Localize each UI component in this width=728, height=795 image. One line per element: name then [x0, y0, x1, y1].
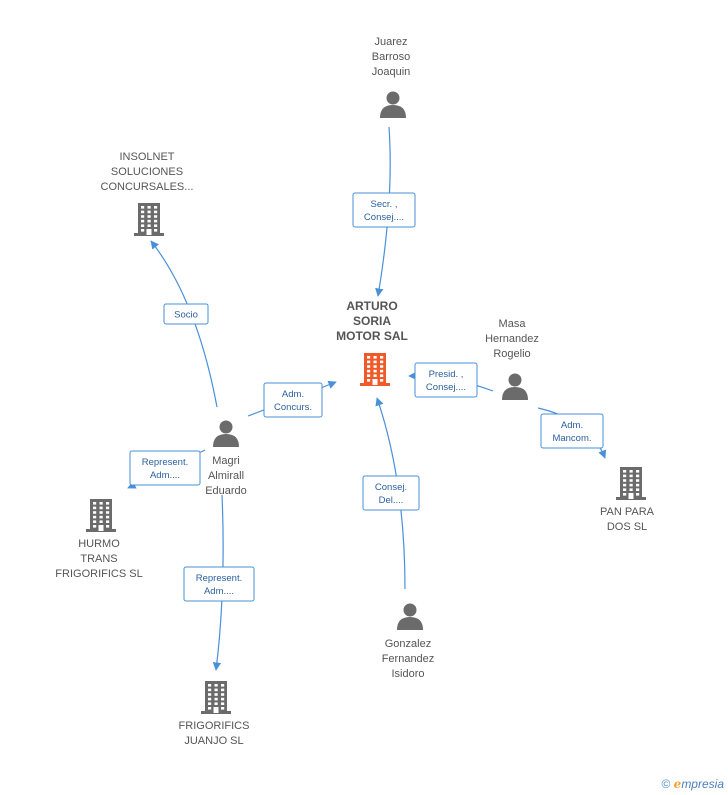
node-label-line: Hernandez [485, 333, 539, 345]
node-label-line: Isidoro [391, 668, 424, 680]
building-icon [86, 499, 116, 532]
node-label-line: PAN PARA [600, 506, 655, 518]
edge-label-box [163, 303, 209, 325]
person-icon [213, 420, 239, 447]
brand-footer[interactable]: © empresia [661, 777, 724, 791]
edge-label-text: Adm. [282, 389, 304, 400]
brand-logo-e: e [673, 777, 682, 791]
edge-label-text: Mancom. [552, 433, 591, 444]
edge-label-box [540, 413, 604, 449]
node-label-line: Joaquin [372, 66, 411, 78]
node-label-line: DOS SL [607, 521, 647, 533]
building-icon [360, 353, 390, 386]
node-label-line: Almirall [208, 470, 244, 482]
edge-label-masa-pan[interactable]: Adm. Mancom. [540, 413, 604, 449]
node-frigorifics[interactable]: FRIGORIFICS JUANJO SL [179, 681, 250, 747]
node-pan[interactable]: PAN PARA DOS SL [600, 467, 655, 533]
node-label-line: HURMO [78, 538, 120, 550]
node-insolnet[interactable]: INSOLNET SOLUCIONES CONCURSALES... [101, 151, 194, 236]
edge-label-text: Concurs. [274, 402, 312, 413]
node-label-line: Barroso [372, 51, 411, 63]
person-icon [380, 91, 406, 118]
person-icon [397, 603, 423, 630]
node-label-line: Fernandez [382, 653, 435, 665]
node-label-line: TRANS [80, 553, 117, 565]
node-label-line: CONCURSALES... [101, 181, 194, 193]
edge-label-text: Presid. , [429, 369, 464, 380]
edge-label-text: Secr. , [371, 199, 398, 210]
edge-label-text: Socio [174, 310, 198, 321]
edge-label-box [414, 362, 478, 398]
edge-label-text: Del.... [379, 495, 404, 506]
building-icon [134, 203, 164, 236]
node-label-line: Juarez [374, 36, 407, 48]
edge-label-text: Adm.... [150, 470, 180, 481]
node-label-line: Masa [499, 318, 527, 330]
edge-label-magri-insolnet[interactable]: Socio [163, 303, 209, 325]
edge-label-magri-arturo[interactable]: Adm. Concurs. [263, 382, 323, 418]
node-label-line: Magri [212, 455, 240, 467]
brand-logo-text: mpresia [681, 777, 724, 791]
copyright-icon: © [661, 777, 671, 791]
node-label-line: INSOLNET [119, 151, 174, 163]
edge-label-magri-frigorifics[interactable]: Represent. Adm.... [183, 566, 255, 602]
edge-label-box [183, 566, 255, 602]
edge-label-gonzalez-arturo[interactable]: Consej. Del.... [362, 475, 420, 511]
edge-label-text: Consej.... [364, 212, 404, 223]
edge-label-text: Consej.... [426, 382, 466, 393]
edge-label-box [362, 475, 420, 511]
edge-label-juarez-arturo[interactable]: Secr. , Consej.... [352, 192, 416, 228]
edge-label-text: Adm.... [204, 586, 234, 597]
node-hurmo[interactable]: HURMO TRANS FRIGORIFICS SL [55, 499, 143, 580]
edge-label-box [352, 192, 416, 228]
node-label-line: SORIA [353, 314, 391, 328]
building-icon [201, 681, 231, 714]
edge-label-box [129, 450, 201, 486]
node-label-line: Rogelio [493, 348, 530, 360]
node-label-line: FRIGORIFICS SL [55, 568, 142, 580]
edge-label-magri-hurmo[interactable]: Represent. Adm.... [129, 450, 201, 486]
building-icon [616, 467, 646, 500]
person-icon [502, 373, 528, 400]
edge-label-box [263, 382, 323, 418]
edge-label-text: Represent. [196, 573, 242, 584]
edge-label-text: Represent. [142, 457, 188, 468]
node-label-line: Eduardo [205, 485, 247, 497]
node-label-line: SOLUCIONES [111, 166, 183, 178]
node-label-line: Gonzalez [385, 638, 431, 650]
node-label-line: ARTURO [346, 299, 397, 313]
edge-label-masa-arturo[interactable]: Presid. , Consej.... [414, 362, 478, 398]
edge-label-text: Consej. [375, 482, 407, 493]
node-label-line: FRIGORIFICS [179, 720, 250, 732]
node-label-line: MOTOR SAL [336, 329, 408, 343]
edge-label-text: Adm. [561, 420, 583, 431]
node-label-line: JUANJO SL [184, 735, 243, 747]
